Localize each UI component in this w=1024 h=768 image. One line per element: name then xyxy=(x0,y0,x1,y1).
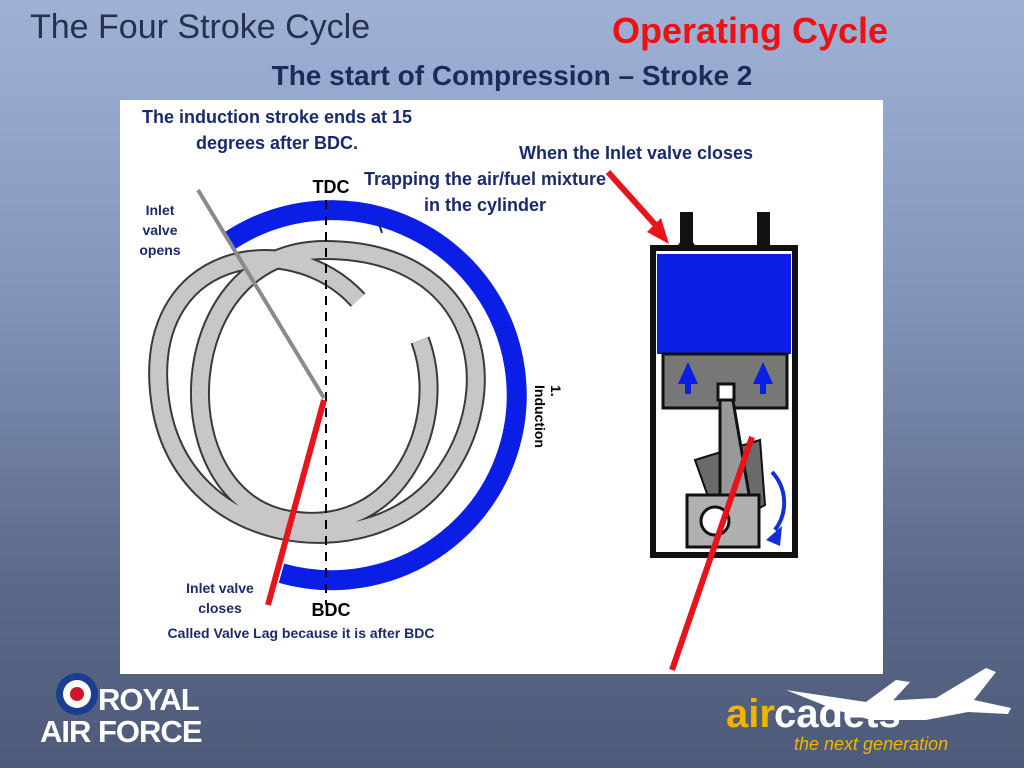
note-trapping: Trapping the air/fuel mixture in the cyl… xyxy=(363,169,607,215)
cadets-word: cadets xyxy=(774,692,901,736)
air-cadets-logo: air cadets the next generation xyxy=(720,660,1020,760)
crank-pointer xyxy=(669,436,755,671)
aircraft-silhouette-icon xyxy=(786,668,1011,720)
inlet-closes-label: Inlet valve closes xyxy=(186,580,254,616)
induction-arc xyxy=(222,200,527,591)
cycle-diagram xyxy=(148,169,798,671)
valve-lag-label: Called Valve Lag because it is after BDC xyxy=(167,625,435,641)
inlet-closes-pointer xyxy=(265,399,327,606)
section-badge: Operating Cycle xyxy=(612,10,889,51)
arc-tick xyxy=(377,220,383,234)
slide-title: The Four Stroke Cycle xyxy=(30,8,371,46)
engine-cylinder xyxy=(650,212,798,558)
inlet-opens-line xyxy=(196,188,326,400)
raf-roundel-icon xyxy=(56,673,98,715)
raf-logo: ROYAL AIR FORCE xyxy=(40,672,210,752)
raf-line1: ROYAL xyxy=(98,682,200,717)
slide-subtitle: The start of Compression – Stroke 2 xyxy=(271,60,753,91)
bdc-label: BDC xyxy=(311,600,351,620)
diagram-panel: The induction stroke ends at 15 degrees … xyxy=(120,100,883,674)
inlet-opens-label: Inlet valve opens xyxy=(139,202,181,258)
note-induction-end: The induction stroke ends at 15 degrees … xyxy=(141,107,413,153)
valve-arrow-shaft xyxy=(605,169,663,233)
cadets-tagline: the next generation xyxy=(794,734,949,754)
valve-arrow-head xyxy=(647,218,669,244)
raf-line2: AIR FORCE xyxy=(40,714,202,749)
tdc-label: TDC xyxy=(312,177,350,197)
note-valve-closes: When the Inlet valve closes xyxy=(518,143,754,163)
cadets-air: air xyxy=(726,692,775,736)
induction-stroke-label: 1. Induction xyxy=(532,385,564,448)
